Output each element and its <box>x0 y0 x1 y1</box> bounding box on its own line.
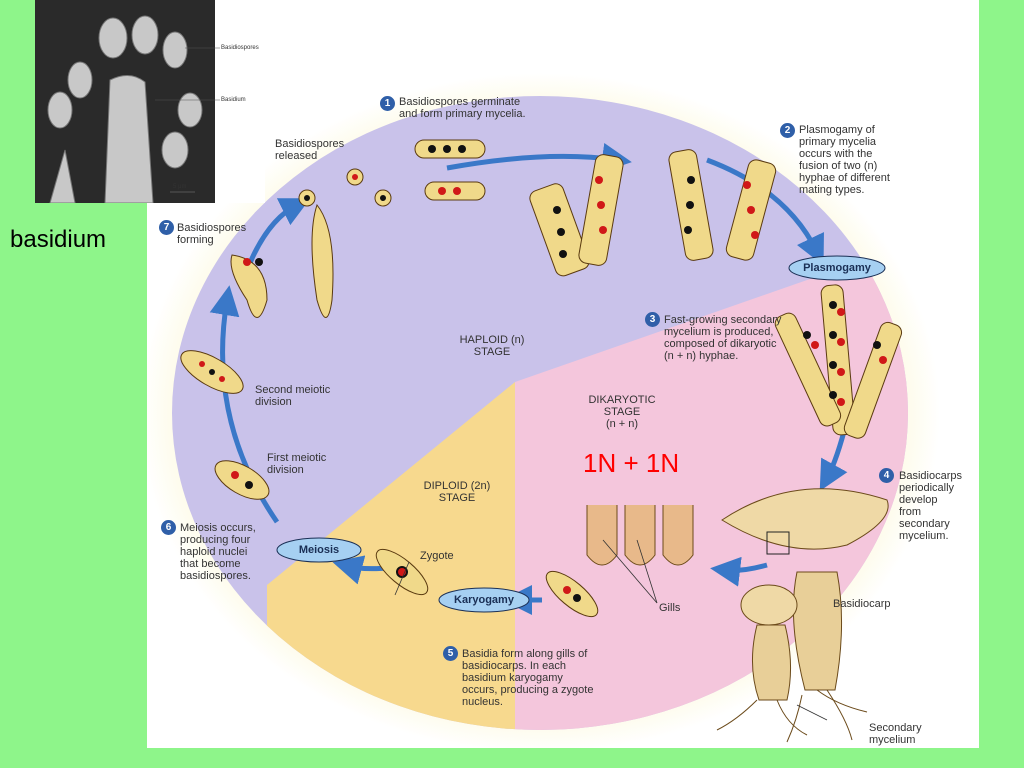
haploid-nuclei <box>553 176 759 258</box>
mycelium-roots <box>716 689 868 743</box>
step-2-text: Plasmogamy of primary mycelia occurs wit… <box>799 124 890 196</box>
secondary-hyphae <box>774 284 903 439</box>
step-5-badge: 5 <box>443 646 458 661</box>
basidium-micrograph: Basidiospores Basidium 5 μm <box>35 0 265 203</box>
meiotic-nuclei <box>199 258 263 489</box>
haploid-stage-label: HAPLOID (n) STAGE <box>459 334 525 358</box>
zygote-label: Zygote <box>420 550 454 562</box>
dikaryon-note: 1N + 1N <box>583 448 680 478</box>
micrograph-basidiospores-label: Basidiospores <box>221 45 259 51</box>
arrow-plasmogamy <box>706 157 824 266</box>
basidiocarp <box>721 488 889 701</box>
meiosis-label: Meiosis <box>298 544 340 556</box>
karyogamy-label: Karyogamy <box>454 594 514 606</box>
arrow-cycle-up <box>244 198 311 271</box>
step-1-text: Basidiospores germinate and form primary… <box>399 96 526 120</box>
dikaryotic-nuclei <box>803 301 887 406</box>
gills-label: Gills <box>659 602 681 614</box>
step-3-text: Fast-growing secondary mycelium is produ… <box>664 314 782 362</box>
step-7-text: Basidiospores forming <box>177 222 247 246</box>
micrograph-image <box>35 0 265 203</box>
gills-inset <box>585 505 710 566</box>
meiosis-oval <box>276 537 362 563</box>
step-5-text: Basidia form along gills of basidiocarps… <box>462 648 594 708</box>
micrograph-basidium-label: Basidium <box>221 97 246 103</box>
micrograph-scale-label: 5 μm <box>173 184 187 190</box>
step-1-badge: 1 <box>380 96 395 111</box>
leader-lines <box>394 539 828 721</box>
step-3-badge: 3 <box>645 312 660 327</box>
plasmogamy-oval <box>788 255 886 281</box>
step-7-badge: 7 <box>159 220 174 235</box>
arrow-basidiocarp <box>710 556 768 587</box>
diploid-stage-label: DIPLOID (2n) STAGE <box>423 480 491 504</box>
step-4-text: Basidiocarps periodically develop from s… <box>899 470 962 542</box>
life-cycle-diagram <box>147 73 940 748</box>
gill-highlight-box <box>766 531 790 555</box>
diagram-panel: Plasmogamy Karyogamy Meiosis HAPLOID (n)… <box>147 0 979 748</box>
basidium-side-label: basidium <box>10 226 107 253</box>
step-6-badge: 6 <box>161 520 176 535</box>
first-meiotic-label: First meiotic division <box>267 452 327 476</box>
basidiospores-released-label: Basidiospores released <box>275 138 345 162</box>
diploid-nuclei <box>396 566 581 602</box>
dikaryotic-stage-label: DIKARYOTIC STAGE (n + n) <box>588 394 656 430</box>
second-meiotic-label: Second meiotic division <box>255 384 331 408</box>
basidiocarp-label: Basidiocarp <box>833 598 891 610</box>
step-4-badge: 4 <box>879 468 894 483</box>
step-6-text: Meiosis occurs, producing four haploid n… <box>180 522 256 582</box>
plasmogamy-label: Plasmogamy <box>803 262 871 274</box>
karyogamy-oval <box>438 587 530 613</box>
step-2-badge: 2 <box>780 123 795 138</box>
secondary-mycelium-label: Secondary mycelium <box>869 722 922 746</box>
spore-nuclei <box>304 145 466 201</box>
